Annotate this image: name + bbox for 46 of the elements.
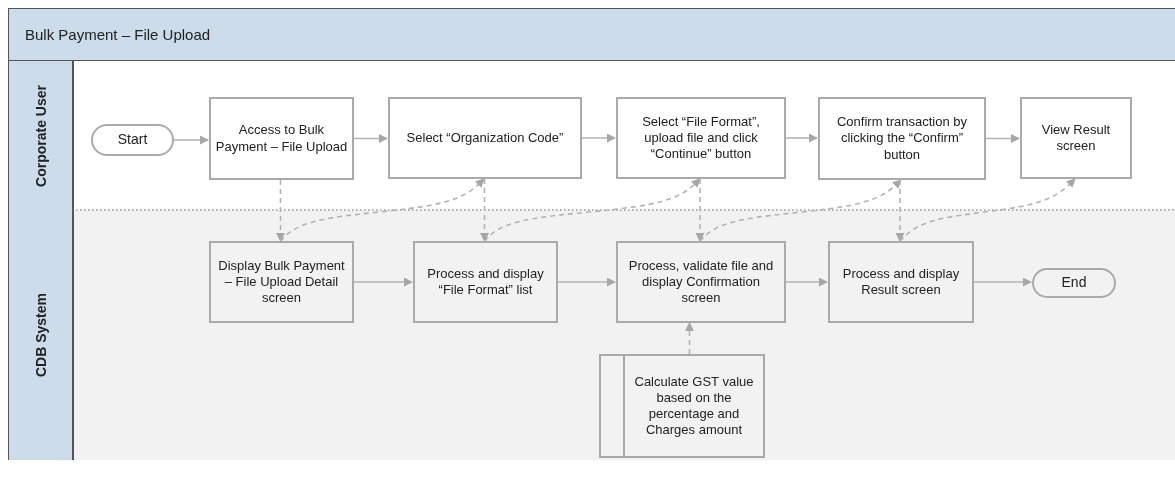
arrow xyxy=(984,134,1020,143)
arrow xyxy=(352,134,388,143)
step-text: Process and display “File Format” list xyxy=(426,265,545,299)
step-text: Confirm transaction by clicking the “Confirm” button xyxy=(835,114,969,163)
process-box xyxy=(818,97,986,180)
step-text: Select “File Format”, upload file and click “Continue” button xyxy=(641,113,761,163)
process-box xyxy=(209,241,354,323)
dashed-arrow xyxy=(685,322,694,355)
dashed-arrow xyxy=(279,178,485,242)
process-box xyxy=(828,241,974,323)
arrow xyxy=(580,133,616,143)
step-text: Start xyxy=(117,131,148,149)
step-text: Display Bulk Payment – File Upload Detail screen xyxy=(217,257,346,307)
step-text: Select “Organization Code” xyxy=(406,129,564,147)
terminator xyxy=(1032,268,1116,298)
step-text: View Result screen xyxy=(1040,121,1112,155)
step-text: Access to Bulk Payment – File Upload xyxy=(215,122,348,155)
swimlane xyxy=(8,210,1175,460)
arrow xyxy=(556,277,616,287)
dashed-arrow xyxy=(895,179,905,242)
dashed-arrow xyxy=(699,179,902,242)
title-band: Bulk Payment – File Upload xyxy=(8,8,1175,61)
dashed-arrow xyxy=(695,178,705,242)
step-text: Process and display Result screen xyxy=(841,265,961,299)
lane-title: Corporate User xyxy=(32,84,49,187)
subprocess-box xyxy=(599,354,765,458)
lane-title: CDB System xyxy=(32,293,49,377)
dashed-arrow xyxy=(899,178,1076,242)
arrow xyxy=(784,277,828,287)
arrow xyxy=(172,135,209,145)
process-box xyxy=(413,241,558,323)
arrow xyxy=(972,277,1032,287)
arrow xyxy=(784,133,818,143)
step-text: Calculate GST value based on the percentage and Charges amount xyxy=(633,373,755,439)
arrow xyxy=(352,277,413,287)
terminator xyxy=(91,124,174,156)
dashed-arrow xyxy=(480,178,489,242)
step-text: Process, validate file and display Confirmation screen xyxy=(627,257,775,307)
process-box xyxy=(388,97,582,179)
process-box xyxy=(1020,97,1132,179)
process-box xyxy=(209,97,354,180)
process-box xyxy=(616,97,786,179)
process-box xyxy=(616,241,786,323)
step-text: End xyxy=(1061,274,1087,292)
dashed-arrow xyxy=(483,178,701,242)
dashed-arrow xyxy=(276,179,285,242)
